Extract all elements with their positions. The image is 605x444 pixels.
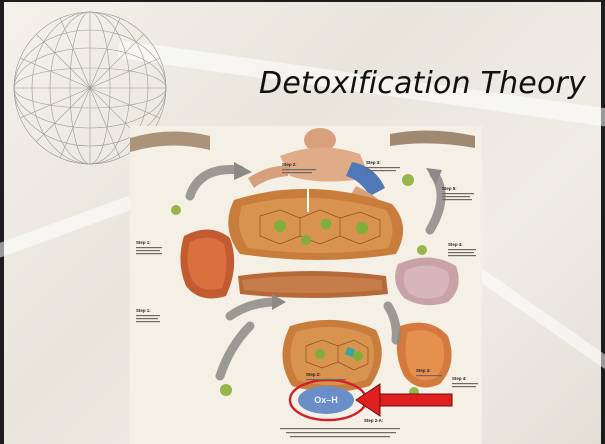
slide-border-right [601,0,605,444]
label-step-2-top: Step 2: [282,162,297,167]
slide-border-top [0,0,605,2]
slide-title: Detoxification Theory [206,66,586,101]
label-step-1-left: Step 1: [136,240,151,245]
detox-diagram-image: Ox–H Step 2: Step 3: Step 5: Step 4: Ste… [130,126,482,444]
ox-h-label: Ox–H [314,395,338,405]
label-step-2-bottom: Step 2: [306,372,321,377]
label-step-2a: Step 2-A: [364,418,384,423]
label-step-4-bottom: Step 4: [452,376,467,381]
slide-border-left [0,0,4,444]
label-step-3-top: Step 3: [366,160,381,165]
label-step-4-right: Step 4: [448,242,463,247]
label-step-3-bottom: Step 3: [416,368,431,373]
background-streak [463,260,605,385]
label-step-5: Step 5: [442,186,457,191]
label-step-1-lower: Step 1: [136,308,151,313]
